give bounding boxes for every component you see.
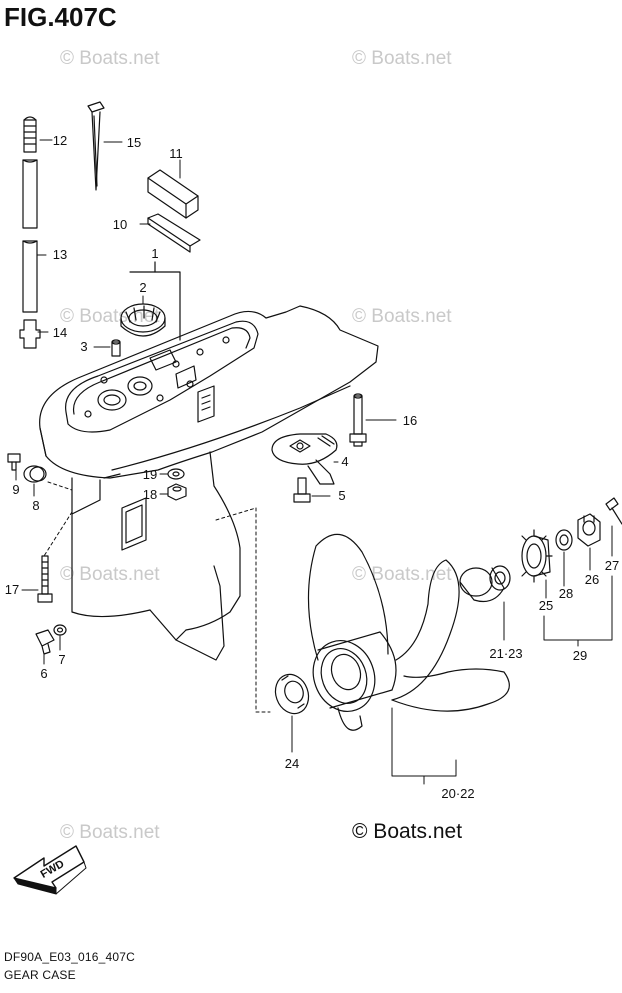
watermark: © Boats.net [60, 564, 160, 585]
part-11-block [147, 169, 199, 219]
figure-code: DF90A_E03_016_407C [4, 950, 136, 964]
part-15-cable-tie [87, 101, 105, 191]
part-18-nut [167, 483, 187, 501]
callout-11: 11 [169, 146, 183, 161]
callout-19: 19 [143, 467, 157, 482]
part-7-gasket [53, 624, 67, 636]
callout-20-22: 20·22 [441, 786, 474, 801]
part-14-fitting [19, 319, 41, 349]
callout-28: 28 [559, 586, 573, 601]
callout-7: 7 [58, 652, 65, 667]
callout-8: 8 [32, 498, 39, 513]
callout-21-23: 21·23 [489, 646, 522, 661]
callout-bracket-1 [129, 271, 181, 341]
part-13-rod [22, 159, 38, 313]
watermark: © Boats.net [60, 822, 160, 843]
callout-27: 27 [605, 558, 619, 573]
callout-1: 1 [151, 246, 158, 261]
callout-15: 15 [127, 135, 141, 150]
part-12-plug [23, 116, 37, 153]
callout-10: 10 [113, 217, 127, 232]
part-19-washer [167, 468, 185, 480]
callout-13: 13 [53, 247, 67, 262]
callout-3: 3 [80, 339, 87, 354]
callout-14: 14 [53, 325, 67, 340]
callout-9: 9 [12, 482, 19, 497]
callout-29: 29 [573, 648, 587, 663]
part-17-stud [37, 555, 53, 603]
part-20-propeller [307, 533, 510, 731]
leader-lines [15, 139, 613, 785]
callout-24: 24 [285, 756, 299, 771]
figure-title: FIG.407C [4, 2, 117, 32]
part-21-bushing [459, 565, 511, 603]
part-4-trim-tab [271, 433, 338, 485]
part-27-cotter-pin [605, 497, 622, 525]
callout-17: 17 [5, 582, 19, 597]
watermark: © Boats.net [60, 48, 160, 69]
watermark: © Boats.net [60, 306, 160, 327]
part-16-bolt [349, 393, 367, 447]
callout-4: 4 [341, 454, 348, 469]
callout-5: 5 [338, 488, 345, 503]
callout-2: 2 [139, 280, 146, 295]
watermark: © Boats.net [352, 306, 452, 327]
part-24-thrust-washer [274, 673, 310, 715]
part-26-castle-nut [577, 513, 601, 547]
part-3-dowel [111, 339, 121, 357]
part-9-bolt [7, 453, 21, 471]
callout-16: 16 [403, 413, 417, 428]
part-8-grommet [23, 465, 47, 483]
part-6-screw [35, 629, 55, 655]
figure-description: GEAR CASE [4, 968, 76, 982]
callout-labels: 1 2 3 4 5 6 7 8 9 10 11 12 13 14 15 16 1… [5, 133, 619, 801]
callout-25: 25 [539, 598, 553, 613]
watermark: © Boats.net [352, 48, 452, 69]
part-25-spline-washer [521, 529, 553, 583]
callout-12: 12 [53, 133, 67, 148]
callout-26: 26 [585, 572, 599, 587]
watermark-main: © Boats.net [352, 820, 462, 843]
watermark: © Boats.net [352, 564, 452, 585]
callout-18: 18 [143, 487, 157, 502]
part-5-bolt [293, 477, 311, 503]
callout-6: 6 [40, 666, 47, 681]
part-10-plate [147, 213, 201, 253]
part-28-washer [555, 529, 573, 551]
gear-case-housing [39, 305, 379, 661]
forward-arrow: FWD [13, 845, 87, 895]
watermarks: © Boats.net © Boats.net © Boats.net © Bo… [60, 48, 462, 843]
